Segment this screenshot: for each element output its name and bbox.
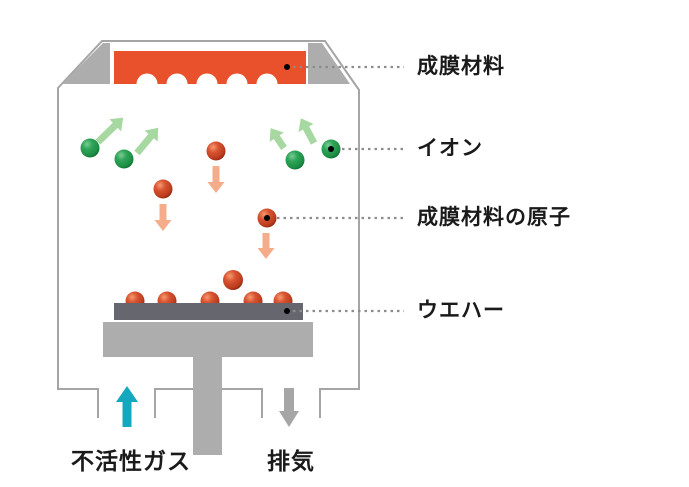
red-atom-ball bbox=[206, 141, 226, 161]
target-erosion-scallops bbox=[136, 73, 278, 95]
chamber-corner-right bbox=[308, 43, 350, 84]
red-atom-ball bbox=[223, 270, 243, 290]
callout-label-target: 成膜材料 bbox=[417, 55, 505, 78]
red-atom-ball bbox=[153, 179, 173, 199]
chamber-corner-left bbox=[62, 43, 110, 84]
green-ion-ball bbox=[114, 149, 134, 169]
atom-arrow-icons bbox=[154, 166, 275, 259]
ion-arrow-icons bbox=[95, 117, 318, 156]
green-ion-ball bbox=[285, 150, 305, 170]
flow-label-exhaust: 排気 bbox=[267, 448, 315, 474]
chamber-wall-outline bbox=[57, 40, 360, 418]
wafer-plate bbox=[114, 303, 303, 320]
inert-gas-up-arrow bbox=[116, 386, 138, 427]
wafer-stage bbox=[103, 322, 313, 357]
exhaust-down-arrow bbox=[279, 388, 299, 427]
falling-atom-balls bbox=[153, 141, 277, 290]
ion-balls bbox=[80, 138, 341, 170]
callout-label-wafer: ウエハー bbox=[417, 299, 505, 322]
callout-label-atom: 成膜材料の原子 bbox=[417, 206, 571, 229]
stage-pedestal bbox=[193, 357, 222, 455]
callout-label-ion: イオン bbox=[417, 137, 483, 160]
green-ion-ball bbox=[80, 138, 100, 158]
callout-leader-lines bbox=[264, 64, 404, 314]
flow-label-inert-gas: 不活性ガス bbox=[71, 448, 191, 474]
